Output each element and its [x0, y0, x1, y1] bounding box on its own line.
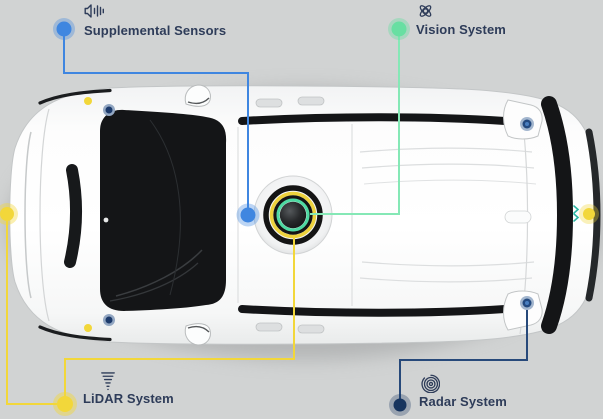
tail-edge	[585, 128, 601, 302]
mirror-lower-edge	[187, 325, 210, 333]
radar-connector-line	[399, 308, 528, 402]
windshield-dot	[103, 217, 109, 223]
dome-cap	[279, 201, 307, 229]
wiper-arc	[115, 249, 203, 297]
headlight-lower	[38, 325, 112, 342]
lidar-front-connector-line	[6, 220, 63, 405]
vision-connector-line	[310, 31, 400, 215]
hatch-line	[359, 147, 533, 153]
radar-system-label: Radar System	[419, 394, 507, 409]
supplemental-label-dot	[53, 18, 75, 40]
door-handle	[255, 322, 283, 332]
perimeter-lidar-lower-dot	[84, 324, 92, 332]
callout-radar-system: Radar System	[419, 374, 507, 409]
windshield	[100, 109, 227, 312]
rear-bumper-lidar-dot	[579, 204, 599, 224]
front-upper-radar-dot	[103, 104, 115, 116]
dome-green-ring	[276, 198, 310, 232]
supplemental-roof-dot	[236, 203, 260, 227]
hatch-line	[359, 277, 533, 283]
roof-rail-lower	[238, 305, 509, 317]
radar-waves-icon	[421, 374, 443, 393]
rear-lower-radar-dot	[520, 296, 534, 310]
mirror-upper-edge	[187, 97, 210, 105]
callout-vision-system: Vision System	[416, 2, 506, 37]
wiper-arc	[109, 262, 199, 302]
front-bumper-line	[24, 131, 32, 299]
door-handle	[297, 96, 325, 106]
lidar-system-label: LiDAR System	[83, 391, 174, 406]
lidar-dome-connector-line	[64, 236, 295, 402]
door-handle	[297, 324, 325, 334]
hatch-line	[361, 163, 535, 169]
vision-system-label: Vision System	[416, 22, 506, 37]
speaker-waves-icon	[84, 3, 106, 19]
roof-rail-upper	[238, 113, 509, 125]
door-handle	[255, 98, 283, 108]
front-bumper-lidar-dot	[0, 203, 18, 225]
teal-sensor-glyph	[573, 205, 580, 222]
front-lower-radar-dot	[103, 314, 115, 326]
hood-seam-line	[39, 108, 50, 322]
callout-supplemental-sensors: Supplemental Sensors	[84, 3, 226, 38]
callout-lidar-system: LiDAR System	[83, 371, 174, 406]
hatch-line	[363, 179, 537, 185]
headlight-upper	[38, 88, 112, 105]
connector-lines	[6, 31, 528, 405]
hatch-line	[361, 261, 535, 267]
rear-upper-radar-dot	[520, 117, 534, 131]
vision-label-dot	[388, 18, 410, 40]
windshield-reflection	[149, 119, 181, 296]
rear-window	[541, 96, 574, 334]
side-mirrors	[184, 84, 211, 346]
sensor-markers	[0, 18, 599, 416]
supplemental-connector-line	[63, 31, 249, 213]
radar-label-dot	[389, 394, 411, 416]
lidar-scan-icon	[100, 371, 122, 391]
supplemental-sensors-label: Supplemental Sensors	[84, 23, 227, 38]
rear-pill-detail	[504, 210, 532, 224]
lidar-label-dot	[53, 392, 77, 416]
perimeter-lidar-upper-dot	[84, 97, 92, 105]
gimbal-orbit-icon	[416, 2, 438, 18]
hood-vent	[64, 164, 82, 268]
